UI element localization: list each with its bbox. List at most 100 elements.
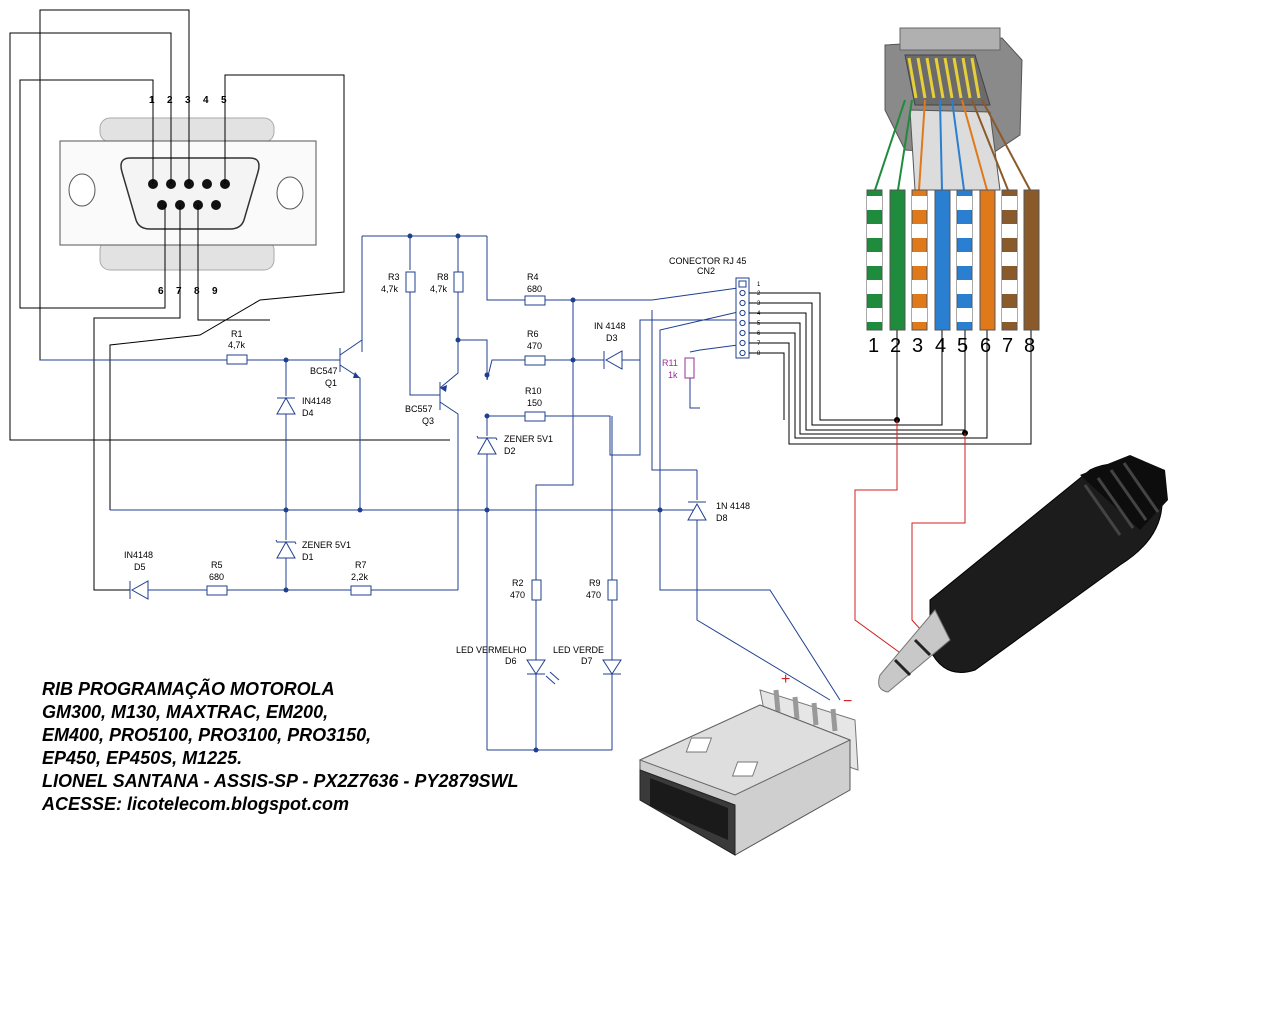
db9-pin-9: 9 xyxy=(212,286,218,297)
svg-text:3: 3 xyxy=(757,301,761,307)
credits-line-author: LIONEL SANTANA - ASSIS-SP - PX2Z7636 - P… xyxy=(42,771,519,791)
diode-d2: ZENER 5V1 D2 xyxy=(476,434,553,456)
svg-text:IN4148: IN4148 xyxy=(124,550,153,560)
svg-text:3: 3 xyxy=(912,335,923,357)
resistor-r9: R9 470 xyxy=(586,578,618,601)
svg-text:D3: D3 xyxy=(606,333,618,343)
transistor-q3: BC557 Q3 xyxy=(405,385,447,426)
svg-text:7: 7 xyxy=(1002,335,1013,357)
svg-text:R2: R2 xyxy=(512,578,524,588)
svg-text:D4: D4 xyxy=(302,408,314,418)
svg-text:R11: R11 xyxy=(662,358,678,368)
rj45-plug xyxy=(884,27,1023,191)
svg-text:4: 4 xyxy=(935,335,946,357)
resistor-r3: R3 4,7k xyxy=(381,271,416,294)
usb-minus-label: − xyxy=(843,693,852,710)
svg-text:D6: D6 xyxy=(505,656,517,666)
svg-text:R6: R6 xyxy=(527,329,539,339)
resistor-r7: R7 2,2k xyxy=(350,560,372,596)
svg-text:LED VERMELHO: LED VERMELHO xyxy=(456,645,527,655)
diode-d4: IN4148 D4 xyxy=(276,396,331,418)
svg-text:D8: D8 xyxy=(716,513,728,523)
transistor-q1: BC547 Q1 xyxy=(310,366,360,388)
svg-text:IN 4148: IN 4148 xyxy=(594,321,626,331)
audio-jack-plug xyxy=(878,455,1168,693)
svg-text:5: 5 xyxy=(957,335,968,357)
db9-pin-6: 6 xyxy=(158,286,164,297)
credits-line-models-3: EP450, EP450S, M1225. xyxy=(42,748,243,768)
svg-text:6: 6 xyxy=(757,331,761,337)
svg-text:470: 470 xyxy=(586,590,601,600)
svg-text:7: 7 xyxy=(757,341,761,347)
svg-text:4: 4 xyxy=(757,311,761,317)
svg-text:D2: D2 xyxy=(504,446,516,456)
resistor-r10: R10 150 xyxy=(524,386,546,422)
svg-text:D1: D1 xyxy=(302,552,314,562)
svg-text:Q1: Q1 xyxy=(325,378,337,388)
resistor-r8: R8 4,7k xyxy=(430,271,464,294)
svg-text:CONECTOR RJ 45: CONECTOR RJ 45 xyxy=(669,256,746,266)
db9-pin-labels-bottom: 6 7 8 9 xyxy=(158,286,218,297)
svg-text:D5: D5 xyxy=(134,562,146,572)
resistor-r5: R5 680 xyxy=(206,560,228,596)
svg-text:R5: R5 xyxy=(211,560,223,570)
svg-text:470: 470 xyxy=(510,590,525,600)
db9-pin-5: 5 xyxy=(221,95,227,106)
svg-text:2,2k: 2,2k xyxy=(351,572,369,582)
svg-text:BC547: BC547 xyxy=(310,366,338,376)
svg-text:D7: D7 xyxy=(581,656,593,666)
svg-text:1: 1 xyxy=(868,335,879,357)
svg-text:1: 1 xyxy=(757,282,761,288)
svg-text:R3: R3 xyxy=(388,272,400,282)
svg-text:IN4148: IN4148 xyxy=(302,396,331,406)
db9-pin-2: 2 xyxy=(167,95,173,106)
resistor-r1: R1 4,7k xyxy=(226,329,248,365)
credits-line-models-1: GM300, M130, MAXTRAC, EM200, xyxy=(42,702,329,722)
resistor-r4: R4 680 xyxy=(524,272,546,306)
db9-pin-7: 7 xyxy=(176,286,182,297)
cn2-to-rj45-wires xyxy=(749,292,1032,445)
db9-pin-labels-top: 1 2 3 4 5 xyxy=(149,95,227,106)
svg-text:5: 5 xyxy=(757,321,761,327)
db9-connector xyxy=(59,117,317,271)
db9-wires xyxy=(9,9,450,591)
junctions xyxy=(283,233,663,753)
svg-text:Q3: Q3 xyxy=(422,416,434,426)
resistor-r2: R2 470 xyxy=(510,578,542,601)
db9-pin-1: 1 xyxy=(149,95,155,106)
svg-text:LED VERDE: LED VERDE xyxy=(553,645,604,655)
db9-pin-8: 8 xyxy=(194,286,200,297)
svg-text:2: 2 xyxy=(757,291,761,297)
svg-text:150: 150 xyxy=(527,398,542,408)
usb-plug: + − xyxy=(638,671,859,856)
db9-pin-3: 3 xyxy=(185,95,191,106)
svg-text:2: 2 xyxy=(890,335,901,357)
svg-text:R8: R8 xyxy=(437,272,449,282)
svg-text:6: 6 xyxy=(980,335,991,357)
svg-text:BC557: BC557 xyxy=(405,404,433,414)
diode-d1: ZENER 5V1 D1 xyxy=(275,539,351,562)
rj45-pin-numbers: 1 2 3 4 5 6 7 8 xyxy=(868,335,1035,357)
svg-text:470: 470 xyxy=(527,341,542,351)
svg-text:4,7k: 4,7k xyxy=(430,284,448,294)
usb-plus-label: + xyxy=(781,671,790,688)
diode-d3: IN 4148 D3 xyxy=(594,321,626,370)
rj45-conductors xyxy=(866,99,1040,331)
svg-text:680: 680 xyxy=(209,572,224,582)
credits-line-title: RIB PROGRAMAÇÃO MOTOROLA xyxy=(42,679,335,699)
svg-text:1N 4148: 1N 4148 xyxy=(716,501,750,511)
resistor-r11: R11 1k xyxy=(662,357,695,380)
circuit-wires xyxy=(40,235,841,751)
svg-text:ZENER 5V1: ZENER 5V1 xyxy=(302,540,351,550)
jack-wires xyxy=(854,420,966,661)
db9-pin-4: 4 xyxy=(203,95,209,106)
credits-line-website[interactable]: ACESSE: licotelecom.blogspot.com xyxy=(42,794,350,814)
svg-text:CN2: CN2 xyxy=(697,266,715,276)
svg-text:R7: R7 xyxy=(355,560,367,570)
svg-text:1k: 1k xyxy=(668,370,678,380)
svg-text:680: 680 xyxy=(527,284,542,294)
svg-text:8: 8 xyxy=(1024,335,1035,357)
led-d7: LED VERDE D7 xyxy=(553,645,622,675)
credits-line-models-2: EM400, PRO5100, PRO3100, PRO3150, xyxy=(42,725,372,745)
